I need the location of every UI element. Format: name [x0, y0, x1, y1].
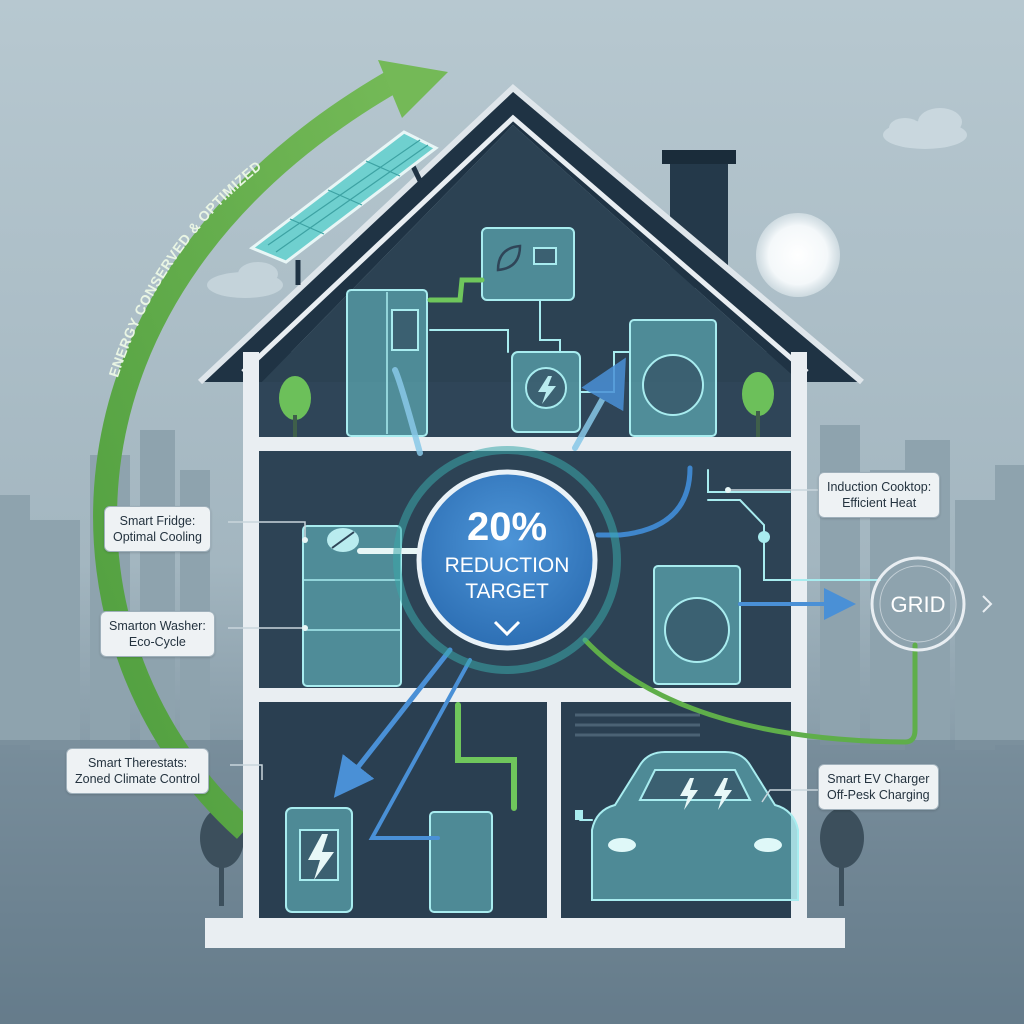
lightning-icon	[308, 834, 334, 880]
cloud-icon	[883, 108, 967, 149]
mid-fridge-device	[302, 525, 402, 687]
center-line1: REDUCTION	[445, 554, 570, 577]
grid-node: GRID	[870, 556, 993, 652]
callout-smart-thermostat: Smart Therestats: Zoned Climate Control	[66, 748, 210, 794]
car-headlights	[608, 838, 782, 852]
devices	[285, 227, 799, 913]
house-frame	[205, 352, 845, 948]
callout-subtitle: Efficient Heat	[842, 496, 917, 510]
callout-subtitle: Eco-Cycle	[128, 635, 186, 649]
leaf-icon	[496, 244, 522, 272]
tree-icon	[742, 372, 774, 437]
callout-connectors	[228, 489, 818, 803]
callout-subtitle: Optimal Cooling	[113, 530, 202, 544]
callout-subtitle: Zoned Climate Control	[75, 772, 201, 786]
city-skyline	[0, 425, 1024, 755]
callout-title: Induction Cooktop:	[827, 480, 932, 494]
control-panel-device	[481, 227, 575, 301]
flow-lines	[333, 277, 918, 840]
leaf-icon	[327, 528, 359, 552]
car-icon	[591, 751, 799, 901]
grid-label: GRID	[891, 592, 946, 617]
callout-title: Smarton Washer:	[109, 619, 206, 633]
reduction-target-badge: 20% REDUCTION TARGET	[393, 446, 621, 674]
lightning-icon	[680, 778, 732, 810]
center-percent: 20%	[467, 505, 547, 549]
callout-smart-fridge: Smart Fridge: Optimal Cooling	[104, 506, 211, 552]
solar-panel-icon	[249, 130, 439, 285]
sun-icon	[756, 213, 840, 297]
callout-title: Smart Therestats:	[87, 756, 188, 770]
callout-smart-washer: Smarton Washer: Eco-Cycle	[100, 611, 215, 657]
tree-icon	[820, 808, 864, 906]
chevron-right-icon	[982, 595, 993, 613]
cloud-icon	[207, 262, 283, 298]
callout-smart-ev-charger: Smart EV Charger Off-Pesk Charging	[818, 764, 939, 810]
center-line2: TARGET	[465, 580, 549, 603]
callout-title: Smart Fridge:	[119, 514, 196, 528]
chevron-down-icon	[493, 620, 521, 637]
thermostat-device	[429, 811, 493, 913]
callout-induction-cooktop: Induction Cooktop: Efficient Heat	[818, 472, 941, 518]
callout-title: Smart EV Charger	[827, 772, 930, 786]
lightning-icon	[538, 376, 556, 404]
callout-subtitle: Off-Pesk Charging	[827, 788, 930, 802]
tree-icon	[279, 376, 311, 437]
